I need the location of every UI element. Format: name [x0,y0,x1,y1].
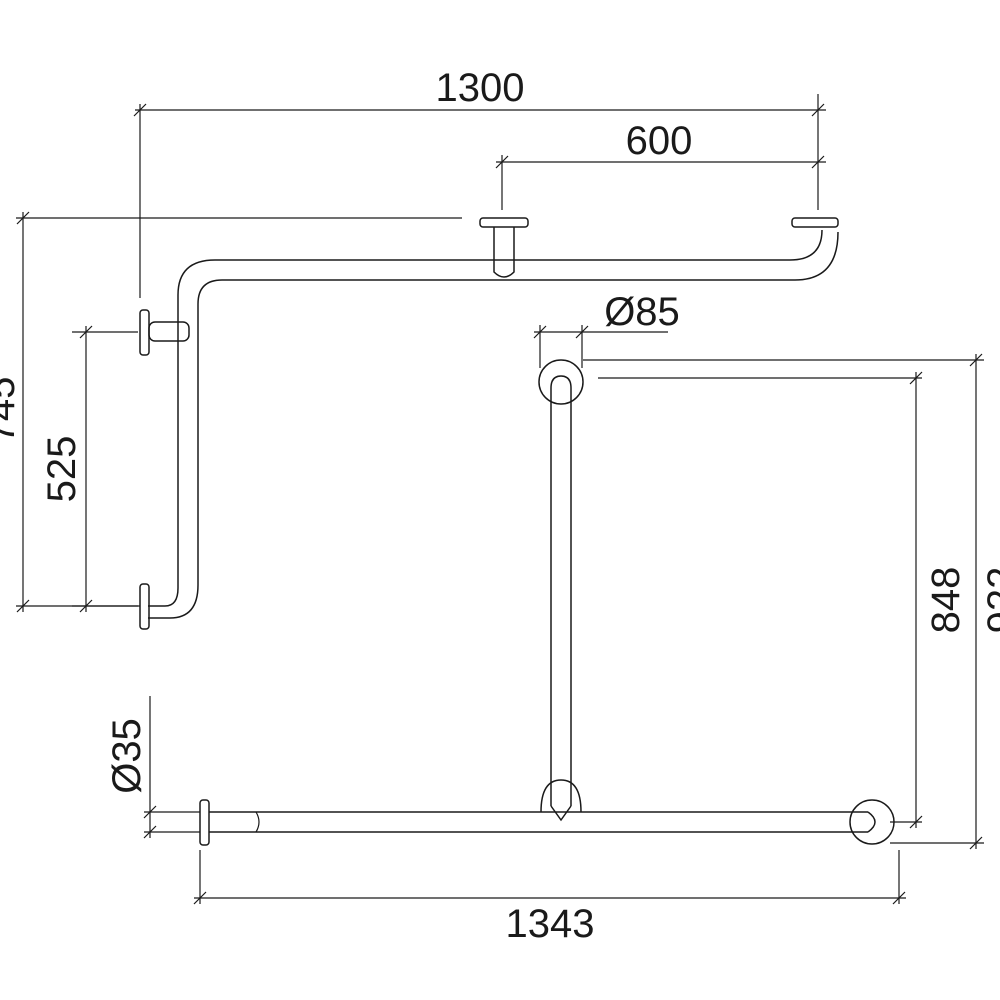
horizontal-bar-right-flange [849,799,895,845]
top-middle-flange [479,217,529,228]
dimension-label-600: 600 [626,119,693,163]
dimension-flange-diameter: Ø85 [533,290,680,368]
junction-flange [540,779,582,813]
vertical-bar-top-cap [550,375,572,389]
left-lower-flange [139,583,150,630]
dimension-label-d35: Ø35 [105,718,149,794]
dimension-vertical-bar: 848 [598,371,968,829]
dimension-label-922: 922 [980,567,1000,634]
horizontal-bar-right-cap [867,811,876,833]
top-right-flange [791,217,839,228]
horizontal-bar-left-end [255,811,260,833]
dimension-label-848: 848 [924,567,968,634]
dimension-bottom-width: 1343 [193,850,906,946]
upper-l-grab-bar [139,217,839,630]
junction-weld [550,805,572,822]
dimension-label-525: 525 [40,436,84,503]
dimension-label-1343: 1343 [506,902,595,946]
upper-bar-outer-edge [148,229,823,607]
dimension-left-height: 745 [0,211,462,613]
dimension-right-height: 922 [583,353,1000,850]
dimension-top-width: 1300 [133,66,826,298]
top-middle-post [493,227,515,278]
dimension-label-745: 745 [0,377,23,444]
lower-t-grab-bar [199,359,895,846]
left-upper-flange [139,309,150,356]
vertical-bar-top-flange [538,359,584,405]
dimension-label-d85: Ø85 [604,290,680,334]
horizontal-bar-left-flange [199,799,210,846]
dimension-tube-diameter: Ø35 [105,696,200,839]
dimension-label-1300: 1300 [436,66,525,110]
dimension-top-arm: 600 [495,119,826,210]
left-upper-stub [148,321,190,342]
upper-bar-inner-edge [148,231,839,619]
dimension-left-flange-spacing: 525 [40,325,138,613]
